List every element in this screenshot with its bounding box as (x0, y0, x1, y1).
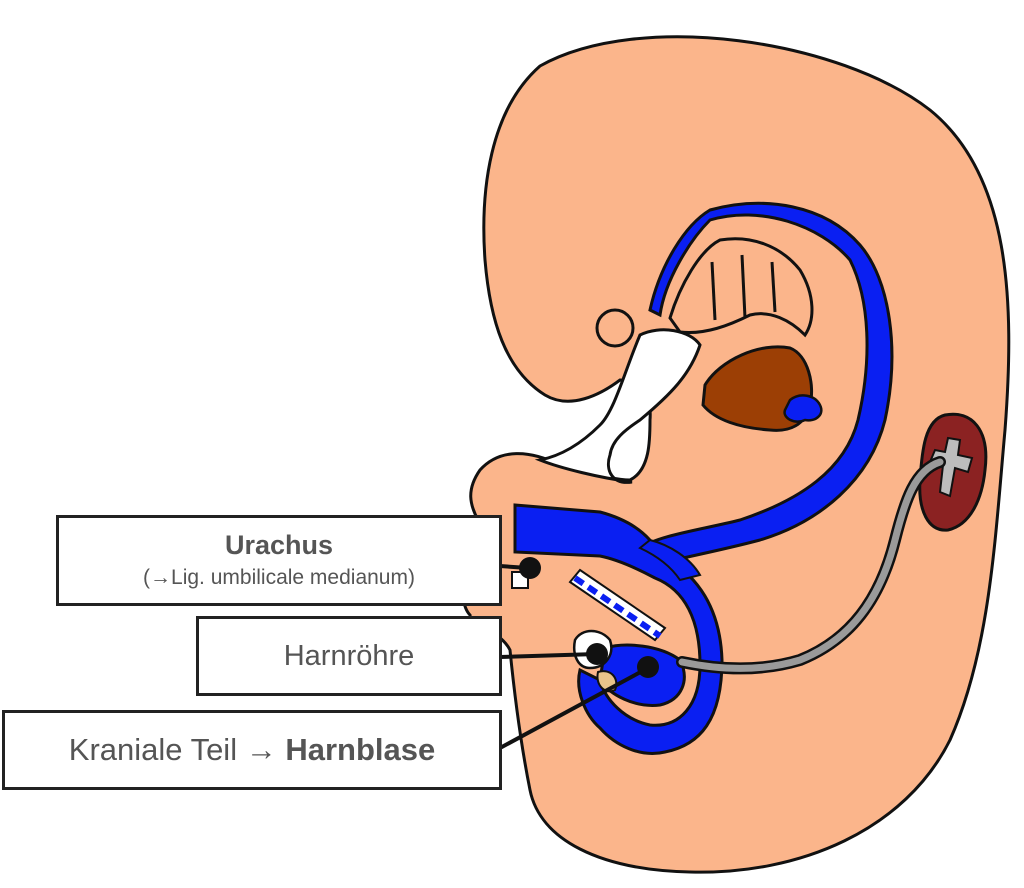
urethra-label: Harnröhre (196, 616, 502, 696)
bladder-prefix: Kraniale Teil → (69, 732, 286, 767)
urethra-dot (586, 643, 608, 665)
urethra-text: Harnröhre (284, 639, 415, 674)
bladder-dot (637, 656, 659, 678)
urachus-dot (519, 557, 541, 579)
urachus-label: Urachus (→Lig. umbilicale medianum) (56, 515, 502, 606)
liver-bud (785, 395, 822, 421)
eye-circle (597, 310, 633, 346)
urachus-title: Urachus (225, 530, 333, 561)
bladder-text: Kraniale Teil → Harnblase (69, 731, 435, 768)
urachus-subtitle: (→Lig. umbilicale medianum) (143, 565, 415, 590)
bladder-label: Kraniale Teil → Harnblase (2, 710, 502, 790)
bladder-bold: Harnblase (285, 732, 435, 767)
